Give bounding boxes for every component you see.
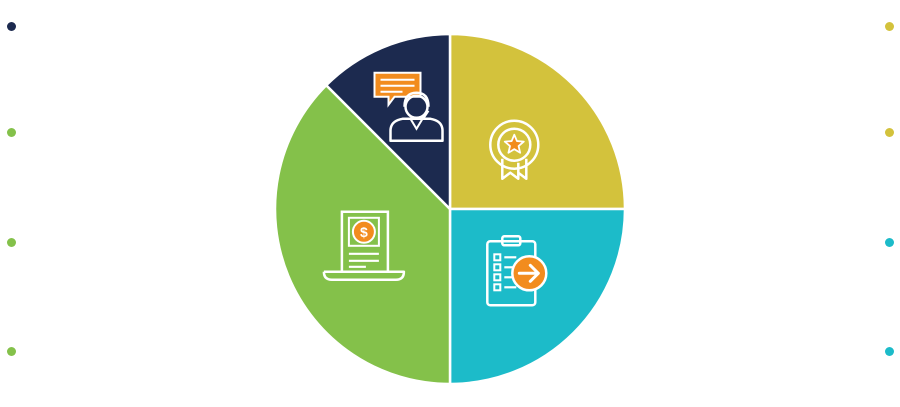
award-ribbon-icon <box>489 119 540 180</box>
pie-slice-1 <box>448 32 627 211</box>
svg-text:$: $ <box>360 224 368 240</box>
right-dot-1 <box>884 21 894 31</box>
invoice-dollar-icon: $ <box>322 210 406 282</box>
left-dot-2 <box>6 127 16 137</box>
left-dot-1 <box>6 21 16 31</box>
support-agent-chat-icon <box>373 71 444 143</box>
right-dot-2 <box>884 127 894 137</box>
left-dot-4 <box>6 346 16 356</box>
right-dot-4 <box>884 346 894 356</box>
left-dot-3 <box>6 237 16 247</box>
pie-slice-2 <box>448 207 627 386</box>
right-dot-3 <box>884 237 894 247</box>
checklist-arrow-icon <box>486 235 548 307</box>
